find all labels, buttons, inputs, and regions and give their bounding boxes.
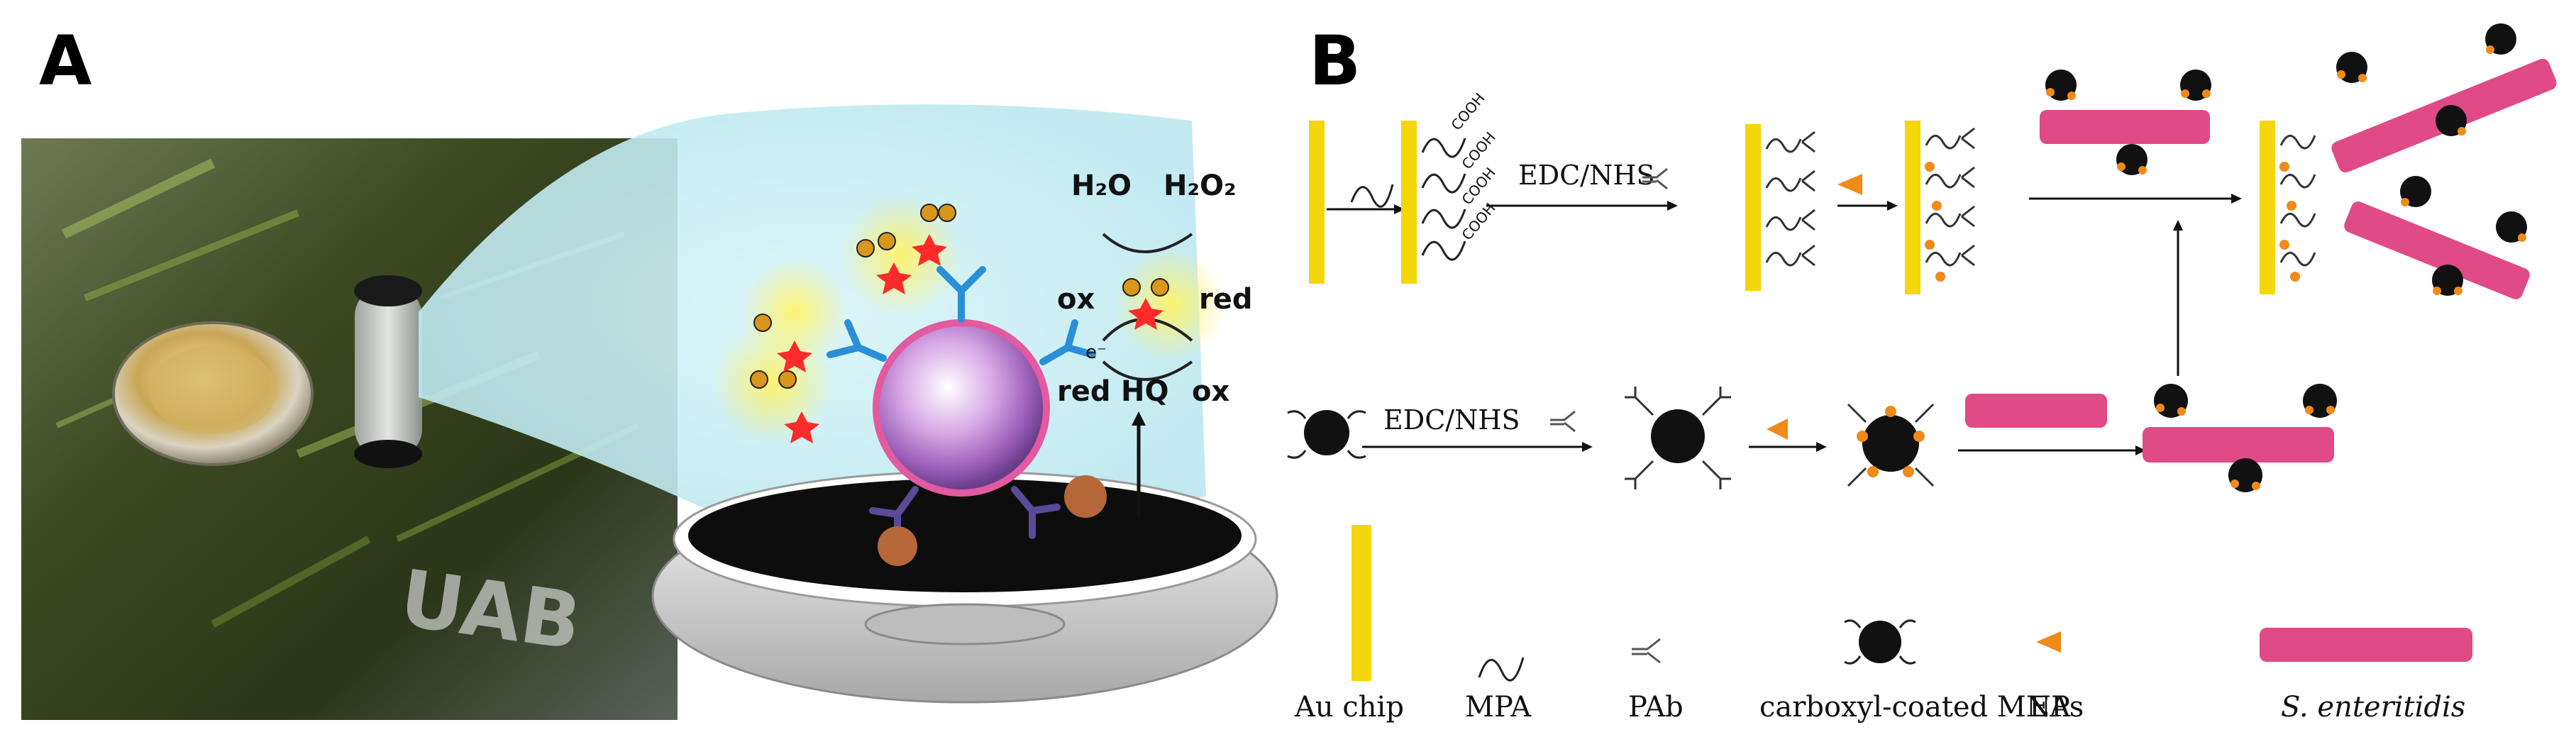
svg-text:COOH: COOH (1458, 128, 1498, 172)
svg-text:COOH: COOH (1447, 89, 1488, 133)
au-chip (1401, 121, 1417, 284)
panel-b: COOH COOH COOH COOH EDC/NHS (1287, 23, 2557, 724)
legend-label-bacteria: S. enteritidis (2281, 691, 2465, 724)
mnp-pab (1625, 387, 1731, 489)
au-chip (1745, 124, 1761, 291)
top-reagent-label: EDC/NHS (1518, 160, 1655, 191)
cooh-labels: COOH COOH COOH COOH (1447, 89, 1498, 243)
ea-dots (1925, 162, 1945, 282)
legend-mnp-symbol (1844, 619, 1916, 665)
legend-label-mpa: MPA (1465, 691, 1532, 724)
ea-symbol (1837, 174, 1862, 195)
au-chip (2260, 121, 2275, 294)
legend-label-mnps: carboxyl-coated MNPs (1759, 691, 2084, 724)
svg-text:ox: ox (1192, 375, 1229, 408)
svg-text:red: red (1057, 375, 1111, 408)
blocked-layer (1925, 127, 1975, 267)
pab-layer (1765, 131, 1815, 267)
glow-halo (841, 195, 961, 316)
legend-bacteria-symbol (2260, 628, 2472, 662)
magnetic-bead (878, 526, 917, 566)
legend-label-pab: PAb (1628, 691, 1684, 724)
electrode-tube (355, 287, 422, 458)
ea-symbol (1767, 419, 1788, 440)
bacteria-mnp-complex-bottom (2143, 384, 2337, 492)
glow-halo (741, 259, 848, 365)
svg-text:red: red (1199, 283, 1253, 316)
mpa-layer (1421, 138, 1466, 261)
svg-text:H₂O: H₂O (1071, 170, 1132, 202)
electrode-dish (651, 470, 1278, 704)
bacteria-mnp-complex (2040, 70, 2211, 175)
label-markers (750, 204, 956, 443)
magnetic-bead (1064, 475, 1107, 518)
au-chip (1905, 121, 1920, 294)
final-pab-layer (2279, 135, 2316, 267)
captured-bacteria (2331, 23, 2557, 299)
legend-au-chip-symbol (1351, 525, 1371, 681)
svg-text:e⁻: e⁻ (1085, 342, 1107, 363)
mnp-pab-ea (1847, 403, 1935, 487)
svg-text:HQ: HQ (1121, 375, 1168, 408)
bacteria-symbol (1965, 394, 2107, 428)
au-chip (1309, 121, 1325, 284)
legend: Au chip MPA PAb carboxyl-coated MNPs EA … (1294, 525, 2472, 724)
bacteria-cell (873, 319, 1050, 497)
legend-label-au-chip: Au chip (1294, 691, 1404, 724)
bottom-reagent-label: EDC/NHS (1383, 404, 1520, 436)
legend-ea-symbol (2036, 631, 2061, 653)
legend-pab-symbol (1632, 638, 1661, 664)
panel-a-letter: A (39, 21, 92, 101)
svg-text:ox: ox (1057, 283, 1095, 316)
redox-cycle: H₂O H₂O₂ ox red red HQ ox e⁻ (1057, 170, 1253, 518)
glow-halo (1114, 248, 1227, 362)
panel-a: UAB (21, 104, 1278, 720)
legend-label-ea: EA (2029, 691, 2071, 724)
svg-text:COOH: COOH (1458, 164, 1498, 208)
mnp-start (1287, 410, 1366, 459)
svg-text:H₂O₂: H₂O₂ (1163, 170, 1237, 202)
panel-b-letter: B (1309, 21, 1361, 101)
pab-symbol (1642, 167, 1668, 190)
mpa-symbol (1350, 184, 1394, 208)
legend-mpa-symbol (1478, 657, 1525, 682)
